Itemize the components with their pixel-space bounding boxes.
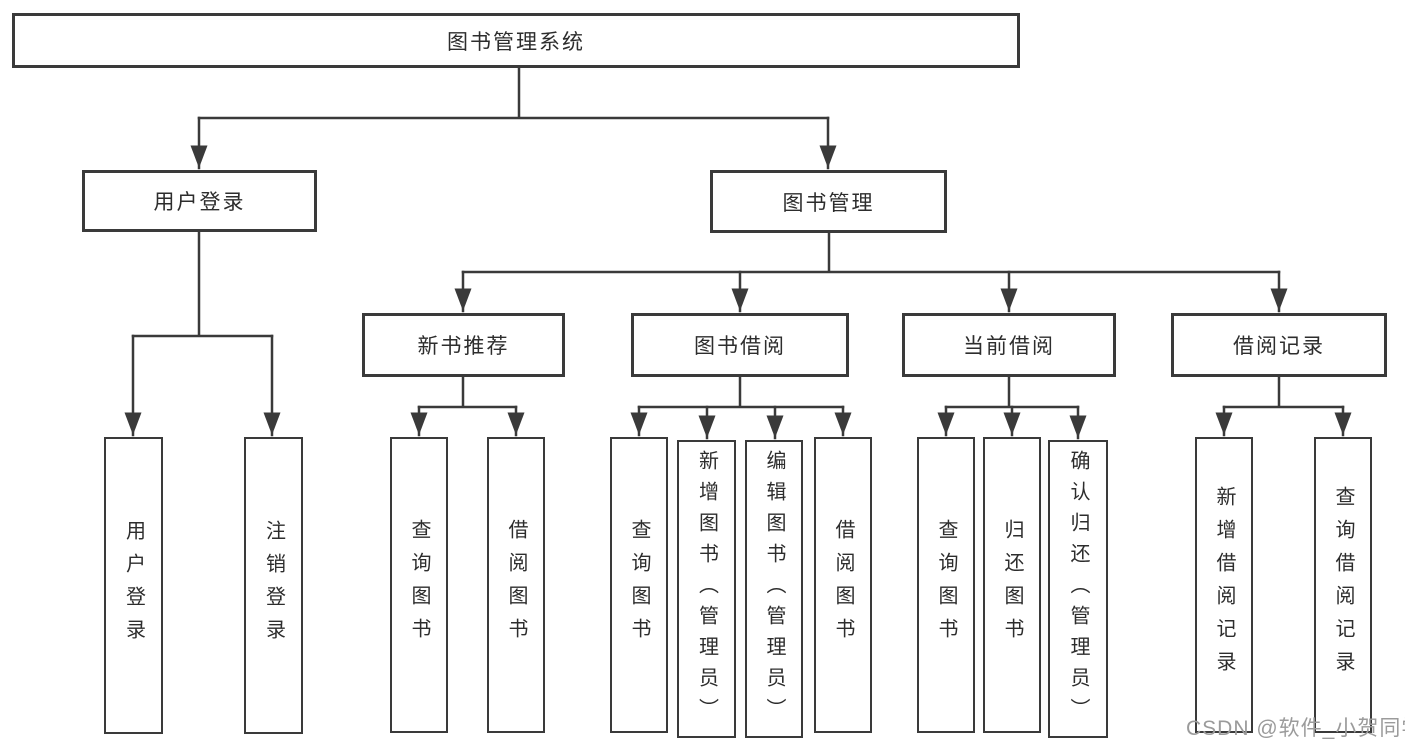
node-user-login-label: 用户登录 bbox=[153, 191, 246, 214]
node-root: 图书管理系统 bbox=[12, 13, 1020, 68]
leaf-return-book: 归还图书 bbox=[983, 437, 1041, 733]
connector-book-management-split bbox=[454, 231, 1288, 313]
connector-book-borrow-split bbox=[630, 375, 852, 440]
leaf-add-book-admin-label: 新增图书（管理员） bbox=[695, 449, 718, 729]
node-book-management-label: 图书管理 bbox=[782, 191, 875, 215]
watermark: CSDN @软件_小贺同学 bbox=[1186, 717, 1405, 740]
node-borrow-records: 借阅记录 bbox=[1171, 313, 1387, 377]
node-book-management: 图书管理 bbox=[710, 170, 947, 233]
leaf-query-borrow-record: 查询借阅记录 bbox=[1314, 437, 1372, 733]
leaf-query-books-current: 查询图书 bbox=[917, 437, 975, 733]
leaf-user-login: 用户登录 bbox=[104, 437, 163, 734]
node-root-label: 图书管理系统 bbox=[447, 30, 585, 54]
node-user-login: 用户登录 bbox=[82, 170, 317, 232]
leaf-query-books-borrow: 查询图书 bbox=[610, 437, 668, 733]
leaf-borrow-books-recommend-label: 借阅图书 bbox=[505, 519, 527, 651]
leaf-query-books-current-label: 查询图书 bbox=[935, 519, 957, 651]
leaf-confirm-return-admin: 确认归还（管理员） bbox=[1048, 440, 1108, 738]
leaf-edit-book-admin-label: 编辑图书（管理员） bbox=[763, 449, 785, 729]
leaf-add-borrow-record: 新增借阅记录 bbox=[1195, 437, 1253, 733]
node-borrow-records-label: 借阅记录 bbox=[1233, 335, 1325, 358]
leaf-add-borrow-record-label: 新增借阅记录 bbox=[1213, 486, 1235, 684]
leaf-query-books-borrow-label: 查询图书 bbox=[628, 519, 650, 651]
leaf-borrow-books-borrow: 借阅图书 bbox=[814, 437, 872, 733]
leaf-user-login-label: 用户登录 bbox=[122, 519, 145, 652]
connector-borrow-records-split bbox=[1215, 375, 1352, 437]
node-new-book-recommend-label: 新书推荐 bbox=[417, 335, 510, 358]
leaf-borrow-books-recommend: 借阅图书 bbox=[487, 437, 545, 733]
leaf-query-borrow-record-label: 查询借阅记录 bbox=[1332, 486, 1354, 684]
node-new-book-recommend: 新书推荐 bbox=[362, 313, 565, 377]
leaf-query-books-recommend-label: 查询图书 bbox=[408, 519, 430, 651]
leaf-add-book-admin: 新增图书（管理员） bbox=[677, 440, 736, 738]
node-book-borrow-label: 图书借阅 bbox=[694, 335, 786, 358]
connector-new-book-recommend-split bbox=[410, 375, 525, 437]
leaf-query-books-recommend: 查询图书 bbox=[390, 437, 448, 733]
leaf-return-book-label: 归还图书 bbox=[1001, 519, 1023, 651]
node-current-borrow: 当前借阅 bbox=[902, 313, 1116, 377]
leaf-borrow-books-borrow-label: 借阅图书 bbox=[832, 519, 854, 651]
leaf-logout-label: 注销登录 bbox=[262, 519, 285, 652]
leaf-edit-book-admin: 编辑图书（管理员） bbox=[745, 440, 803, 738]
node-book-borrow: 图书借阅 bbox=[631, 313, 849, 377]
connector-root-split bbox=[190, 66, 837, 170]
leaf-logout: 注销登录 bbox=[244, 437, 303, 734]
connector-user-login-split bbox=[124, 230, 281, 437]
leaf-confirm-return-admin-label: 确认归还（管理员） bbox=[1067, 449, 1089, 729]
connector-current-borrow-split bbox=[937, 375, 1087, 440]
node-current-borrow-label: 当前借阅 bbox=[963, 335, 1055, 358]
